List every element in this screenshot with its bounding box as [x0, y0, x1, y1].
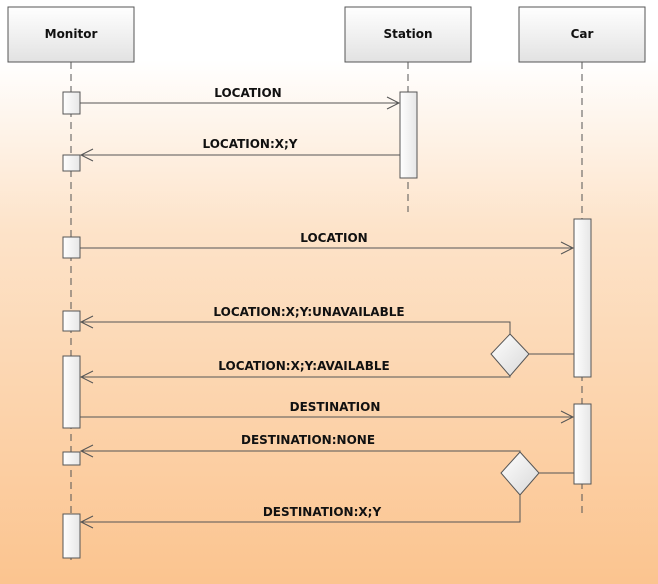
message-destination-xy[interactable]: DESTINATION:X;Y — [79, 495, 521, 529]
message-label: LOCATION:X;Y — [202, 137, 297, 151]
decision-diamond-destination[interactable] — [500, 451, 574, 496]
message-label: LOCATION:X;Y:AVAILABLE — [218, 359, 389, 373]
participant-car[interactable]: Car — [518, 6, 646, 63]
message-location-unavailable[interactable]: LOCATION:X;Y:UNAVAILABLE — [79, 305, 511, 334]
participant-monitor-label: Monitor — [45, 27, 98, 41]
participant-station-label: Station — [383, 27, 432, 41]
message-label: DESTINATION:X;Y — [263, 505, 382, 519]
activation-monitor-1[interactable] — [62, 91, 81, 115]
activation-monitor-2[interactable] — [62, 154, 81, 172]
activation-station-1[interactable] — [399, 91, 418, 179]
message-location-available[interactable]: LOCATION:X;Y:AVAILABLE — [79, 359, 511, 384]
activation-monitor-7[interactable] — [62, 513, 81, 559]
decision-diamond-location[interactable] — [490, 333, 574, 377]
message-location-to-car[interactable]: LOCATION — [80, 231, 575, 255]
message-destination-none[interactable]: DESTINATION:NONE — [79, 433, 521, 458]
activation-monitor-4[interactable] — [62, 310, 81, 332]
message-label: LOCATION — [300, 231, 367, 245]
message-destination-to-car[interactable]: DESTINATION — [80, 400, 575, 424]
activation-monitor-3[interactable] — [62, 236, 81, 259]
activation-car-2[interactable] — [573, 403, 592, 485]
message-label: LOCATION:X;Y:UNAVAILABLE — [213, 305, 404, 319]
participant-car-label: Car — [571, 27, 594, 41]
activation-monitor-6[interactable] — [62, 451, 81, 466]
message-label: DESTINATION:NONE — [241, 433, 375, 447]
message-label: LOCATION — [214, 86, 281, 100]
participant-station[interactable]: Station — [344, 6, 472, 63]
message-location-to-station[interactable]: LOCATION — [80, 86, 401, 110]
activation-monitor-5[interactable] — [62, 355, 81, 429]
message-label: DESTINATION — [290, 400, 381, 414]
message-location-xy-reply[interactable]: LOCATION:X;Y — [79, 137, 400, 162]
participant-monitor[interactable]: Monitor — [7, 6, 135, 63]
activation-car-1[interactable] — [573, 218, 592, 378]
